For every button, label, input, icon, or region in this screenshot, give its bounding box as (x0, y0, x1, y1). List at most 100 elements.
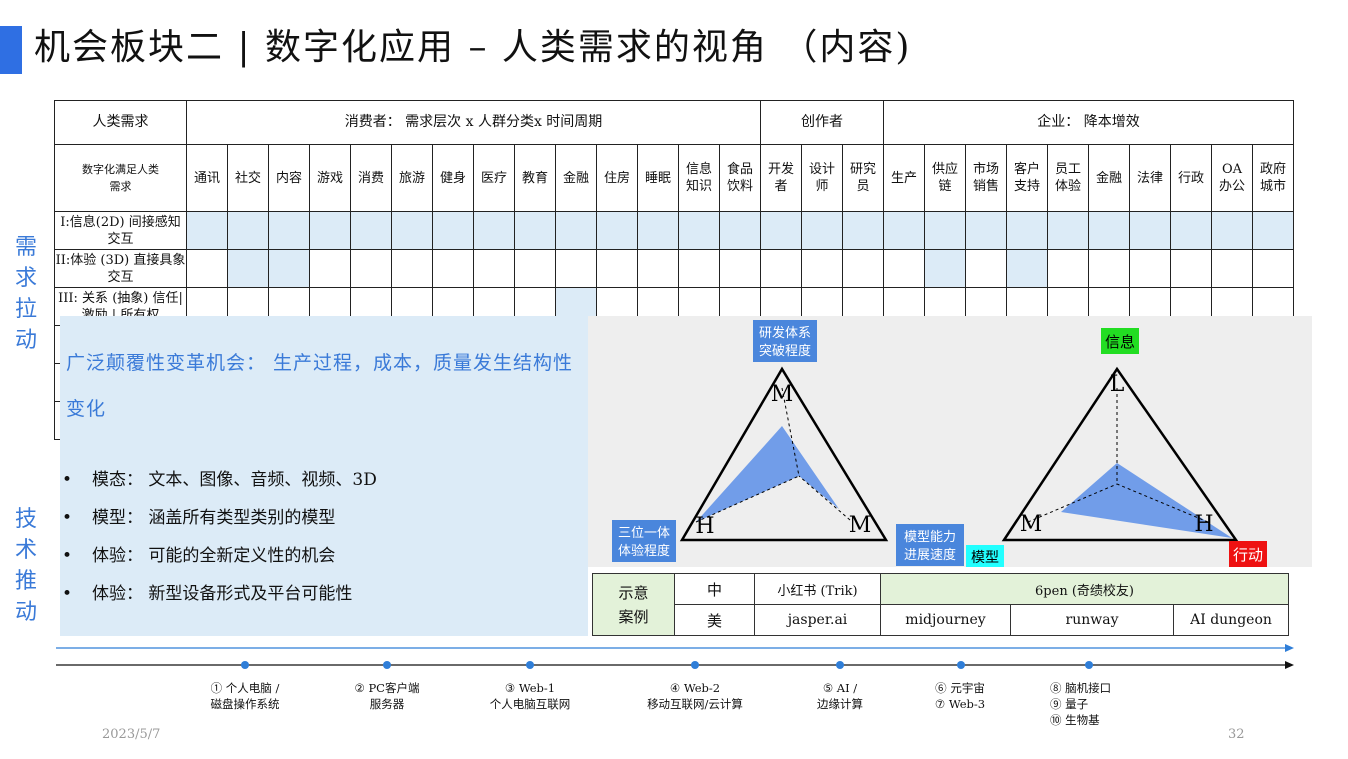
cases-region-china: 中 (674, 573, 755, 605)
left-top-tag-bg (753, 320, 817, 362)
timeline-dot (836, 661, 844, 669)
column-header: 社交 (227, 144, 269, 212)
matrix-cell (637, 211, 679, 250)
right-dash-left (1027, 483, 1118, 523)
case-item: 小红书 (Trik) (754, 573, 881, 605)
left-left-tag-line1: 三位一体 (618, 526, 670, 541)
column-header: 行政 (1170, 144, 1212, 212)
matrix-cell (227, 249, 269, 288)
matrix-cell (596, 249, 638, 288)
opportunity-headline: 广泛颠覆性变革机会： 生产过程，成本，质量发生结构性变化 (66, 352, 574, 420)
footer-date: 2023/5/7 (102, 727, 161, 742)
cases-label: 示意 案例 (592, 573, 675, 636)
right-triangle-outline (1001, 366, 1239, 542)
column-header: 通讯 (186, 144, 228, 212)
column-header: 员工体验 (1047, 144, 1089, 212)
matrix-cell (1047, 211, 1089, 250)
matrix-cell (268, 211, 310, 250)
left-triangle-outline (679, 366, 889, 542)
timeline-axis (56, 644, 1294, 669)
matrix-cell (514, 249, 556, 288)
matrix-cell (309, 249, 351, 288)
timeline-dot (1085, 661, 1093, 669)
matrix-cell (965, 249, 1007, 288)
footer-page-number: 32 (1228, 727, 1245, 742)
left-top-tag-line2: 突破程度 (759, 343, 811, 359)
header-creator: 创作者 (760, 100, 884, 145)
column-header: 教育 (514, 144, 556, 212)
column-header: 睡眠 (637, 144, 679, 212)
right-top-tag-bg (1101, 328, 1139, 354)
column-header: 研究员 (842, 144, 884, 212)
column-header: 旅游 (391, 144, 433, 212)
matrix-cell (637, 249, 679, 288)
matrix-cell (1006, 211, 1048, 250)
right-top-tag: 信息 (1105, 333, 1135, 351)
matrix-cell (1170, 249, 1212, 288)
column-header: 信息知识 (678, 144, 720, 212)
left-dash-top (781, 387, 800, 477)
matrix-cell (186, 211, 228, 250)
matrix-cell (350, 249, 392, 288)
matrix-cell (924, 249, 966, 288)
column-header: 政府城市 (1252, 144, 1294, 212)
column-header: 开发者 (760, 144, 802, 212)
matrix-cell (842, 249, 884, 288)
matrix-cell (883, 249, 925, 288)
cases-region-us: 美 (674, 604, 755, 636)
column-header: 住房 (596, 144, 638, 212)
title-accent-bar (0, 26, 22, 74)
matrix-cell (1129, 211, 1171, 250)
left-top-letter: M (771, 382, 794, 407)
timeline-dot (383, 661, 391, 669)
matrix-cell (432, 249, 474, 288)
right-right-tag: 行动 (1233, 546, 1263, 564)
column-header: 医疗 (473, 144, 515, 212)
matrix-cell (1047, 249, 1089, 288)
case-item: AI dungeon (1173, 604, 1289, 636)
matrix-cell (801, 211, 843, 250)
column-header: 客户支持 (1006, 144, 1048, 212)
case-item: runway (1010, 604, 1174, 636)
timeline-dot (526, 661, 534, 669)
column-header: 金融 (555, 144, 597, 212)
matrix-cell (760, 211, 802, 250)
column-header: OA办公 (1211, 144, 1253, 212)
right-triangle-area (1061, 463, 1232, 538)
matrix-cell (719, 249, 761, 288)
matrix-cell (514, 211, 556, 250)
row-label-experience: II:体验 (3D) 直接具象交互 (54, 249, 187, 288)
left-top-tag-line1: 研发体系 (759, 325, 811, 341)
matrix-cell (965, 211, 1007, 250)
right-dash-right (1116, 483, 1209, 523)
matrix-cell (924, 211, 966, 250)
left-right-letter: M (849, 513, 872, 538)
matrix-cell (1252, 211, 1294, 250)
timeline-lower-arrow (1285, 661, 1294, 669)
matrix-cell (1088, 249, 1130, 288)
bullet-item: •模态： 文本、图像、音频、视频、3D (62, 470, 377, 490)
column-header: 内容 (268, 144, 310, 212)
matrix-cell (801, 249, 843, 288)
matrix-cell (1170, 211, 1212, 250)
matrix-cell (1211, 249, 1253, 288)
matrix-cell (678, 211, 720, 250)
matrix-cell (1088, 211, 1130, 250)
matrix-cell (473, 249, 515, 288)
timeline-item: ② PC客户端服务器 (354, 681, 420, 711)
right-right-letter: H (1194, 512, 1213, 537)
matrix-cell (719, 211, 761, 250)
matrix-cell (842, 211, 884, 250)
matrix-cell (391, 249, 433, 288)
matrix-cell (555, 249, 597, 288)
column-header: 设计师 (801, 144, 843, 212)
matrix-cell (1006, 249, 1048, 288)
column-header: 食品饮料 (719, 144, 761, 212)
right-left-letter: M (1020, 512, 1043, 537)
matrix-cell (350, 211, 392, 250)
left-left-letter: H (695, 514, 714, 539)
column-header: 健身 (432, 144, 474, 212)
